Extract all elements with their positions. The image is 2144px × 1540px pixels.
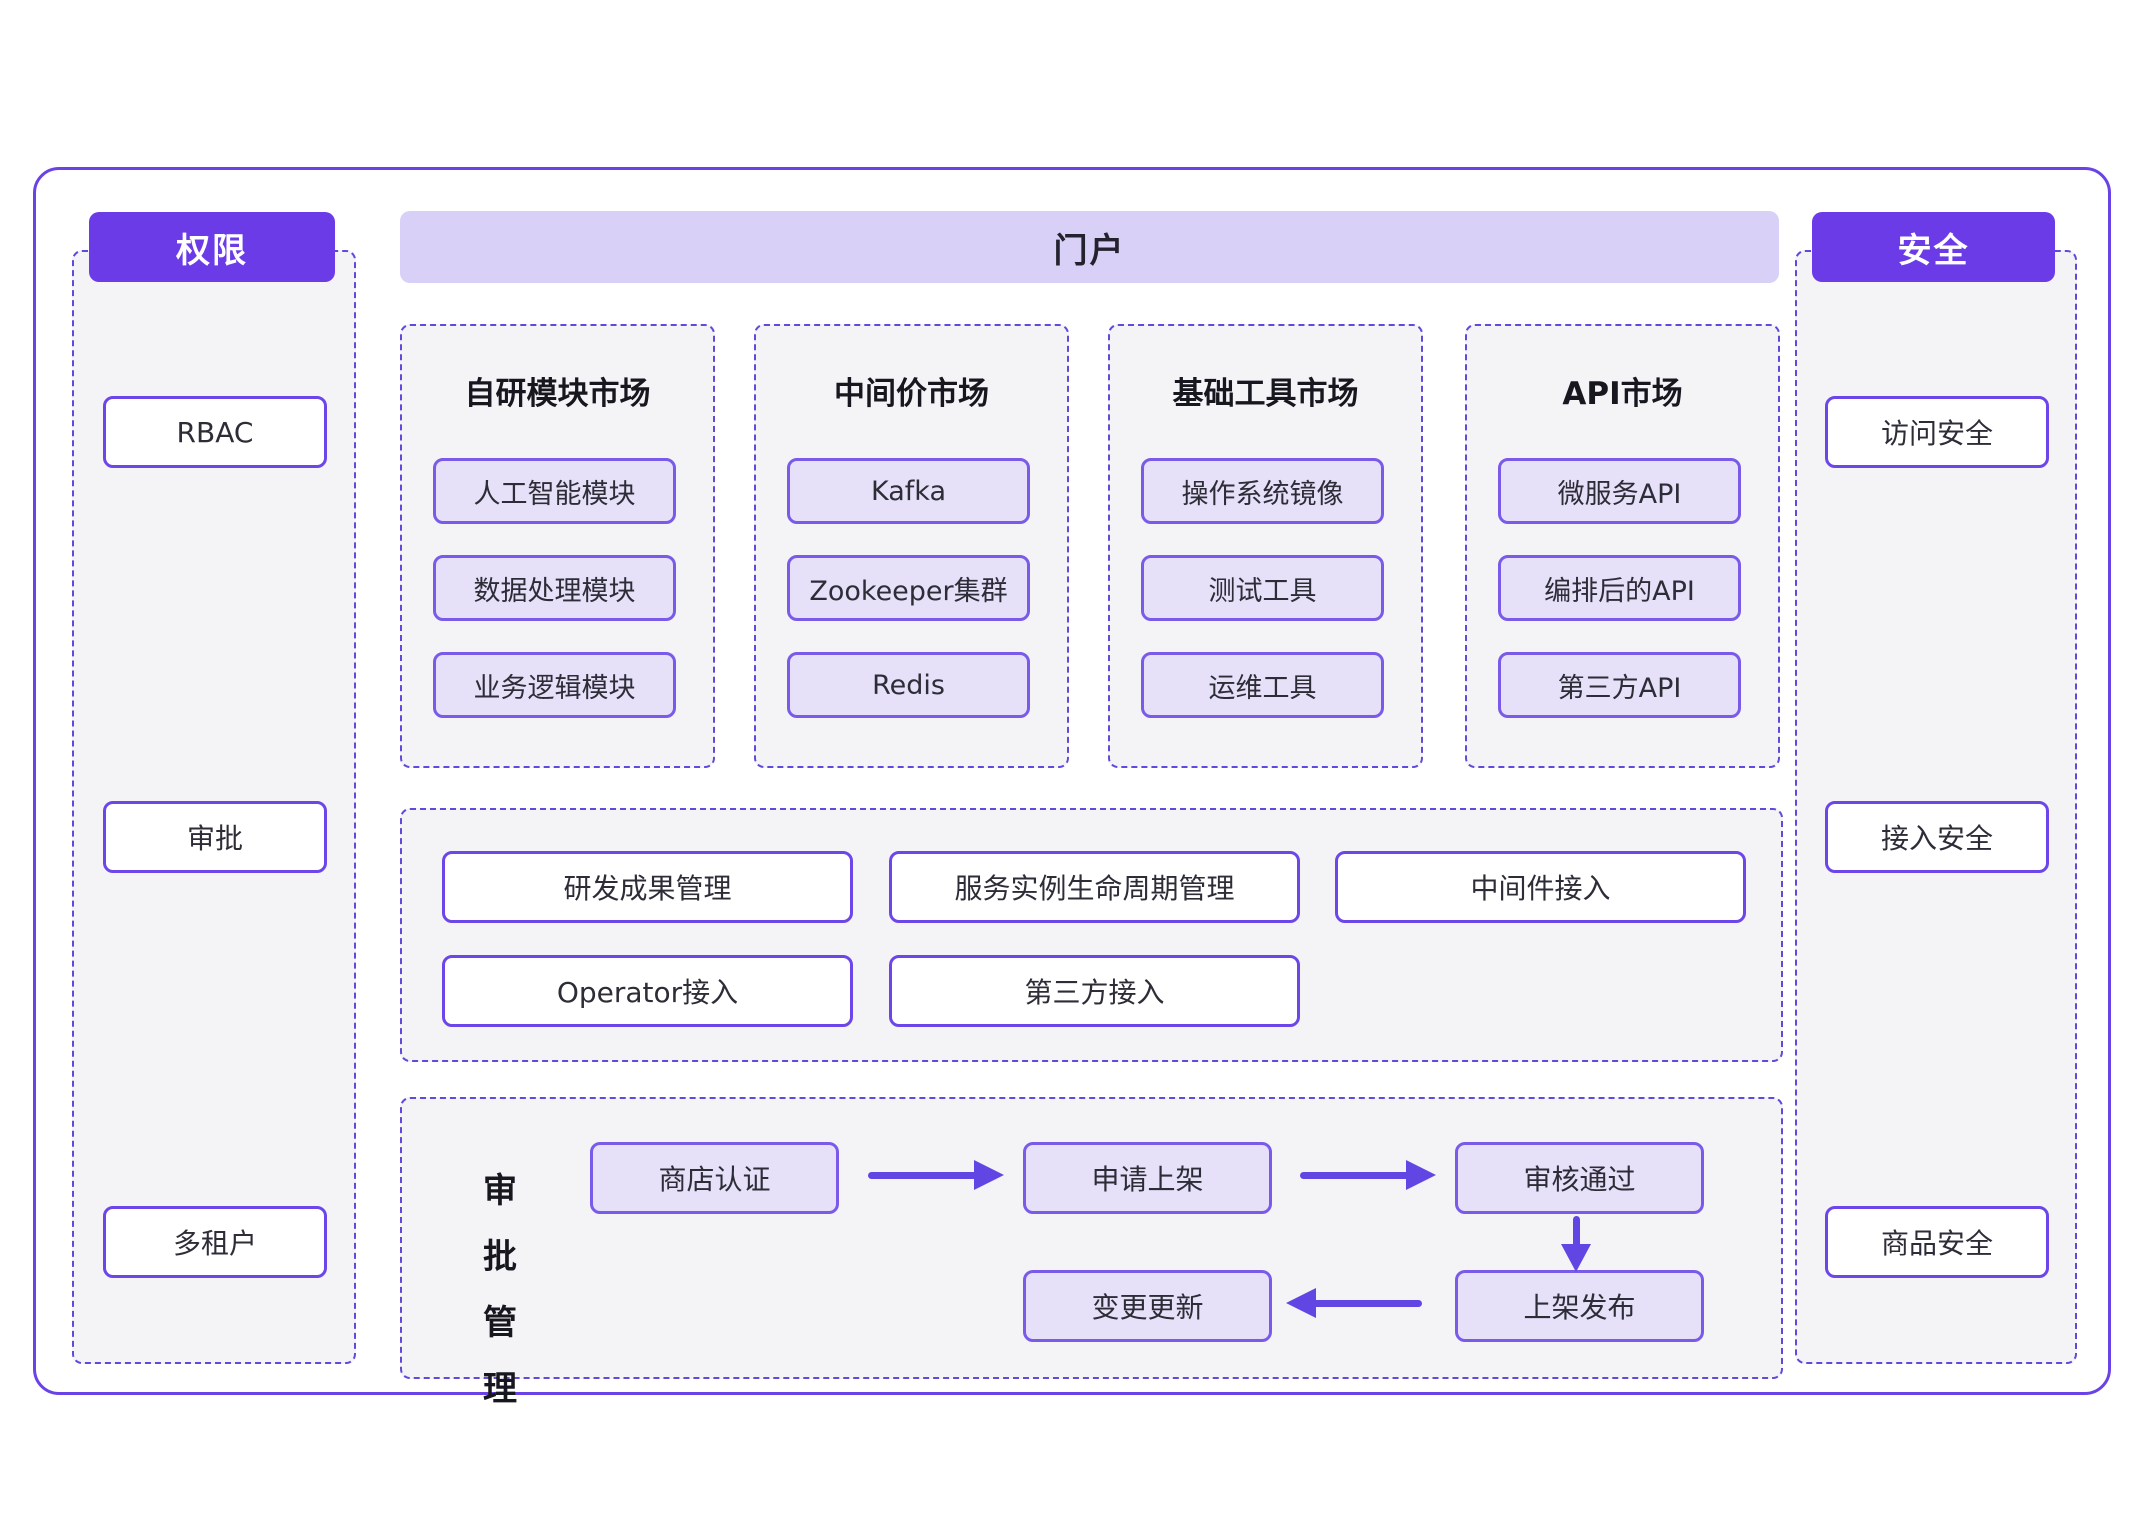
market-title: 自研模块市场 xyxy=(464,376,651,412)
approval-flow-label-char: 批 xyxy=(483,1237,517,1277)
management-item-operator-access: Operator接入 xyxy=(442,955,853,1027)
flow-node-apply-listing: 申请上架 xyxy=(1023,1142,1272,1214)
market-title: 基础工具市场 xyxy=(1172,376,1359,412)
market-item: 测试工具 xyxy=(1141,555,1384,621)
approval-flow-label-char: 管 xyxy=(483,1303,517,1343)
market-item: 业务逻辑模块 xyxy=(433,652,676,718)
management-item-rd-results: 研发成果管理 xyxy=(442,851,853,923)
market-title: 中间价市场 xyxy=(834,376,989,412)
market-item: Kafka xyxy=(787,458,1030,524)
security-item-integration: 接入安全 xyxy=(1825,801,2049,873)
security-item-access: 访问安全 xyxy=(1825,396,2049,468)
arrow-down-icon xyxy=(1561,1216,1591,1272)
market-item: Zookeeper集群 xyxy=(787,555,1030,621)
permissions-item-rbac: RBAC xyxy=(103,396,327,468)
approval-flow-label-char: 理 xyxy=(483,1369,517,1409)
market-col-basic-tools: 基础工具市场 操作系统镜像 测试工具 运维工具 xyxy=(1108,324,1423,768)
permissions-header: 权限 xyxy=(89,212,335,282)
arrow-left-icon xyxy=(1286,1288,1422,1318)
market-col-api: API市场 微服务API 编排后的API 第三方API xyxy=(1465,324,1780,768)
portal-header: 门户 xyxy=(400,211,1779,283)
market-item: 编排后的API xyxy=(1498,555,1741,621)
approval-flow-label-char: 审 xyxy=(483,1171,517,1211)
market-item: 微服务API xyxy=(1498,458,1741,524)
market-item: 运维工具 xyxy=(1141,652,1384,718)
flow-node-change-update: 变更更新 xyxy=(1023,1270,1272,1342)
market-item: 第三方API xyxy=(1498,652,1741,718)
arrow-right-icon xyxy=(868,1160,1004,1190)
arrow-right-icon xyxy=(1300,1160,1436,1190)
market-col-self-developed: 自研模块市场 人工智能模块 数据处理模块 业务逻辑模块 xyxy=(400,324,715,768)
market-item: 人工智能模块 xyxy=(433,458,676,524)
security-header: 安全 xyxy=(1812,212,2055,282)
market-item: Redis xyxy=(787,652,1030,718)
market-title: API市场 xyxy=(1562,376,1683,412)
permissions-item-approval: 审批 xyxy=(103,801,327,873)
management-item-lifecycle: 服务实例生命周期管理 xyxy=(889,851,1300,923)
flow-node-review-passed: 审核通过 xyxy=(1455,1142,1704,1214)
permissions-item-multitenant: 多租户 xyxy=(103,1206,327,1278)
market-col-middleware: 中间价市场 Kafka Zookeeper集群 Redis xyxy=(754,324,1069,768)
flow-node-store-certification: 商店认证 xyxy=(590,1142,839,1214)
approval-flow-label: 审 批 管 理 xyxy=(468,1163,532,1410)
management-item-thirdparty-access: 第三方接入 xyxy=(889,955,1300,1027)
market-item: 操作系统镜像 xyxy=(1141,458,1384,524)
management-item-middleware-access: 中间件接入 xyxy=(1335,851,1746,923)
security-item-goods: 商品安全 xyxy=(1825,1206,2049,1278)
flow-node-publish: 上架发布 xyxy=(1455,1270,1704,1342)
market-item: 数据处理模块 xyxy=(433,555,676,621)
